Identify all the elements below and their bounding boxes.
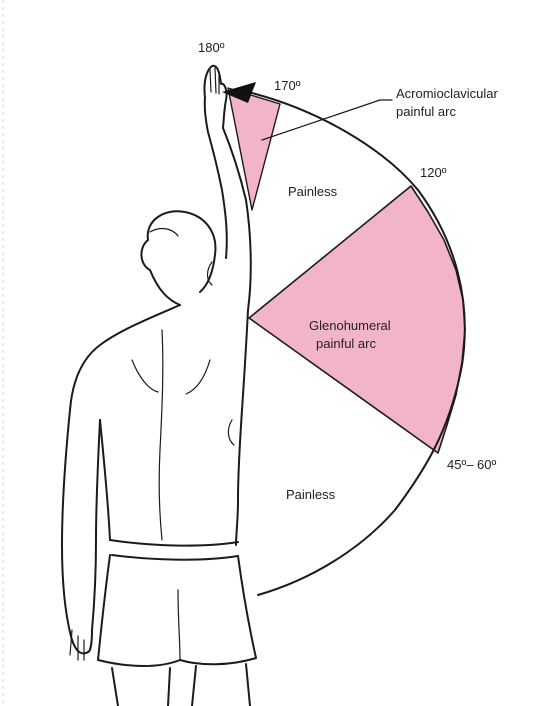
acromioclavicular-painful-sector [228, 88, 280, 210]
ac-arc-label-line1: Acromioclavicular [396, 86, 499, 101]
painless-upper-label: Painless [288, 184, 338, 199]
ac-arc-label-line2: painful arc [396, 104, 456, 119]
angle-label-45-60: 45º– 60º [447, 457, 497, 472]
gh-arc-label-line1: Glenohumeral [309, 318, 391, 333]
gh-arc-label-line2: painful arc [316, 336, 376, 351]
painless-lower-label: Painless [286, 487, 336, 502]
human-figure-illustration [62, 66, 256, 706]
angle-label-180: 180º [198, 40, 225, 55]
angle-label-120: 120º [420, 165, 447, 180]
ac-leader-line [262, 100, 392, 140]
angle-label-170: 170º [274, 78, 301, 93]
